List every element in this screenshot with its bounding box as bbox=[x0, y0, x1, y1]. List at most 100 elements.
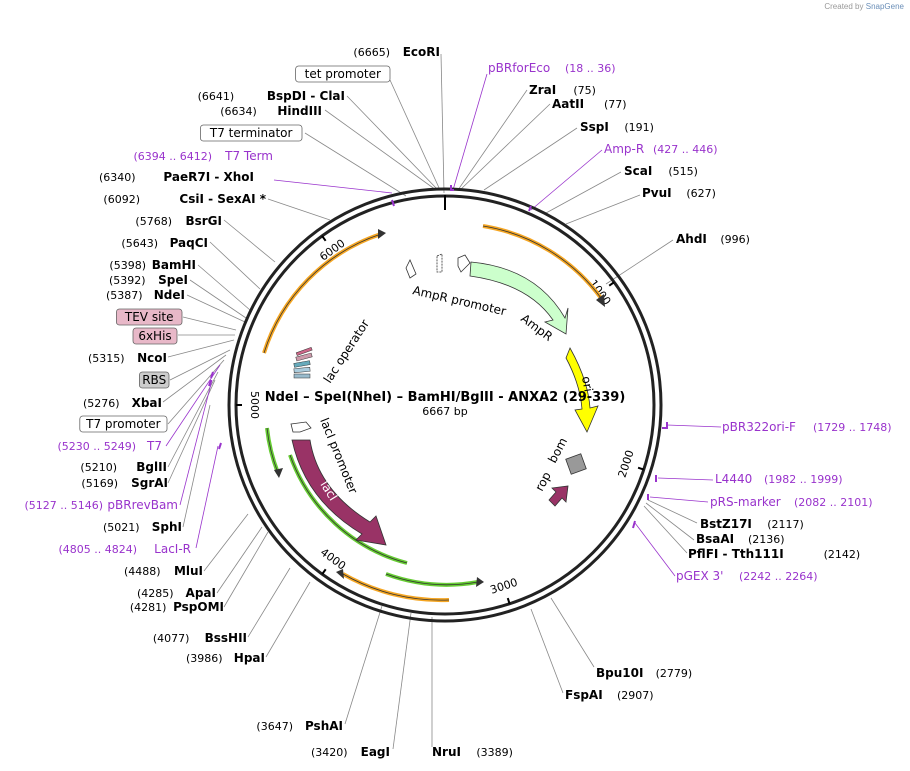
site-name: HindIII bbox=[277, 104, 322, 118]
tick-mark bbox=[321, 235, 327, 242]
site-position: (5643) bbox=[121, 237, 158, 250]
site-position: (6665) bbox=[353, 46, 390, 59]
site-position: (75) bbox=[573, 84, 596, 97]
site-position: (18 .. 36) bbox=[565, 62, 616, 75]
feature-label: TEV site bbox=[124, 310, 174, 324]
site-position: (2242 .. 2264) bbox=[739, 570, 818, 583]
site-position: (4488) bbox=[124, 565, 161, 578]
site-name: XbaI bbox=[132, 396, 162, 410]
site-position: (5021) bbox=[103, 521, 140, 534]
primer-label: pRS-marker bbox=[710, 495, 781, 509]
site-name: EagI bbox=[361, 745, 390, 759]
feature-label: T7 terminator bbox=[209, 126, 293, 140]
site-position: (191) bbox=[624, 121, 654, 134]
site-position: (2082 .. 2101) bbox=[794, 496, 873, 509]
site-name: BamHI bbox=[152, 258, 196, 272]
site-position: (6634) bbox=[220, 105, 257, 118]
primer-label: LacI-R bbox=[154, 542, 191, 556]
site-name: NruI bbox=[432, 745, 461, 759]
site-position: (515) bbox=[668, 165, 698, 178]
site-name: BstZ17I bbox=[700, 517, 752, 531]
site-name: EcoRI bbox=[403, 45, 440, 59]
feature-label: RBS bbox=[142, 373, 166, 387]
site-name: ZraI bbox=[529, 83, 556, 97]
ori-feature bbox=[565, 347, 599, 433]
ampR-promoter-label: AmpR promoter bbox=[411, 283, 507, 318]
site-position: (5169) bbox=[81, 477, 118, 490]
backbone-outer-circle bbox=[227, 187, 663, 623]
feature-label: tet promoter bbox=[305, 67, 381, 81]
site-position: (4281) bbox=[130, 601, 167, 614]
primer-label: pGEX 3' bbox=[676, 569, 723, 583]
site-position: (2117) bbox=[767, 518, 804, 531]
site-position: (4285) bbox=[137, 587, 174, 600]
feature-orange-arc-top-inner bbox=[482, 225, 602, 299]
feature-label: T7 promoter bbox=[85, 417, 161, 431]
site-position: (5276) bbox=[83, 397, 120, 410]
bom-feature bbox=[565, 453, 587, 475]
small-feature-top-mid bbox=[436, 253, 443, 273]
feature-orange-arc-top bbox=[482, 224, 603, 300]
site-name: FspAI bbox=[565, 688, 603, 702]
label-leader-lines bbox=[162, 53, 722, 750]
site-position: (4077) bbox=[153, 632, 190, 645]
green-arrow-left bbox=[274, 468, 283, 478]
site-position: (627) bbox=[686, 187, 716, 200]
site-position: (3986) bbox=[186, 652, 223, 665]
tick-mark bbox=[506, 597, 511, 605]
site-name: MluI bbox=[174, 564, 203, 578]
plasmid-size: 6667 bp bbox=[422, 405, 467, 418]
lacI-promoter-arrow bbox=[290, 421, 312, 433]
site-name: AatII bbox=[552, 97, 584, 111]
site-name: Bpu10I bbox=[596, 666, 643, 680]
site-name: BsaAI bbox=[696, 532, 734, 546]
tick-label: 5000 bbox=[248, 391, 261, 419]
site-name: PaeR7I - XhoI bbox=[163, 170, 254, 184]
orange-arrow-bottom bbox=[336, 569, 344, 579]
site-name: SgrAI bbox=[131, 476, 168, 490]
site-position: (6340) bbox=[99, 171, 136, 184]
site-name: SpeI bbox=[158, 273, 188, 287]
feature-box bbox=[295, 65, 391, 83]
feature-box bbox=[138, 371, 170, 389]
site-position: (6092) bbox=[103, 193, 140, 206]
primer-label: T7 Term bbox=[224, 149, 273, 163]
site-position: (5392) bbox=[109, 274, 146, 287]
site-position: (3389) bbox=[476, 746, 513, 759]
tick-label: 2000 bbox=[616, 449, 637, 480]
site-name: PaqCI bbox=[170, 236, 208, 250]
ampR-feature bbox=[469, 261, 569, 335]
tick-mark bbox=[637, 466, 645, 471]
site-position: (5210) bbox=[80, 461, 117, 474]
tick-mark bbox=[321, 568, 327, 575]
primer-label: Amp-R bbox=[604, 142, 644, 156]
site-position: (2779) bbox=[656, 667, 693, 680]
site-name: PspOMI bbox=[173, 600, 224, 614]
site-name: ScaI bbox=[624, 164, 652, 178]
green-arrow-bottom bbox=[476, 577, 484, 587]
feature-label: 6xHis bbox=[138, 329, 171, 343]
site-position: (5127 .. 5146) bbox=[24, 499, 103, 512]
site-name: BspDI - ClaI bbox=[267, 89, 345, 103]
site-position: (5315) bbox=[88, 352, 125, 365]
site-position: (4805 .. 4824) bbox=[58, 543, 137, 556]
primer-label: L4440 bbox=[715, 472, 752, 486]
orange-arrow-left bbox=[378, 229, 386, 239]
lac-operator-label: lac operator bbox=[321, 317, 372, 386]
primer-label: pBRforEco bbox=[488, 61, 550, 75]
primer-label: pBRrevBam bbox=[107, 498, 178, 512]
site-position: (1729 .. 1748) bbox=[813, 421, 892, 434]
credit-prefix: Created by bbox=[824, 2, 864, 11]
ampR-promoter-arrow bbox=[457, 254, 471, 273]
site-position: (6641) bbox=[198, 90, 235, 103]
site-name: CsiI - SexAI * bbox=[179, 192, 266, 206]
site-position: (6394 .. 6412) bbox=[133, 150, 212, 163]
primer-label: pBR322ori-F bbox=[722, 420, 796, 434]
site-position: (427 .. 446) bbox=[653, 143, 718, 156]
snapgene-credit: Created by SnapGene bbox=[824, 2, 904, 11]
feature-green-arc-bottom bbox=[385, 572, 479, 587]
site-position: (5768) bbox=[135, 215, 172, 228]
primer-label: T7 bbox=[146, 439, 162, 453]
